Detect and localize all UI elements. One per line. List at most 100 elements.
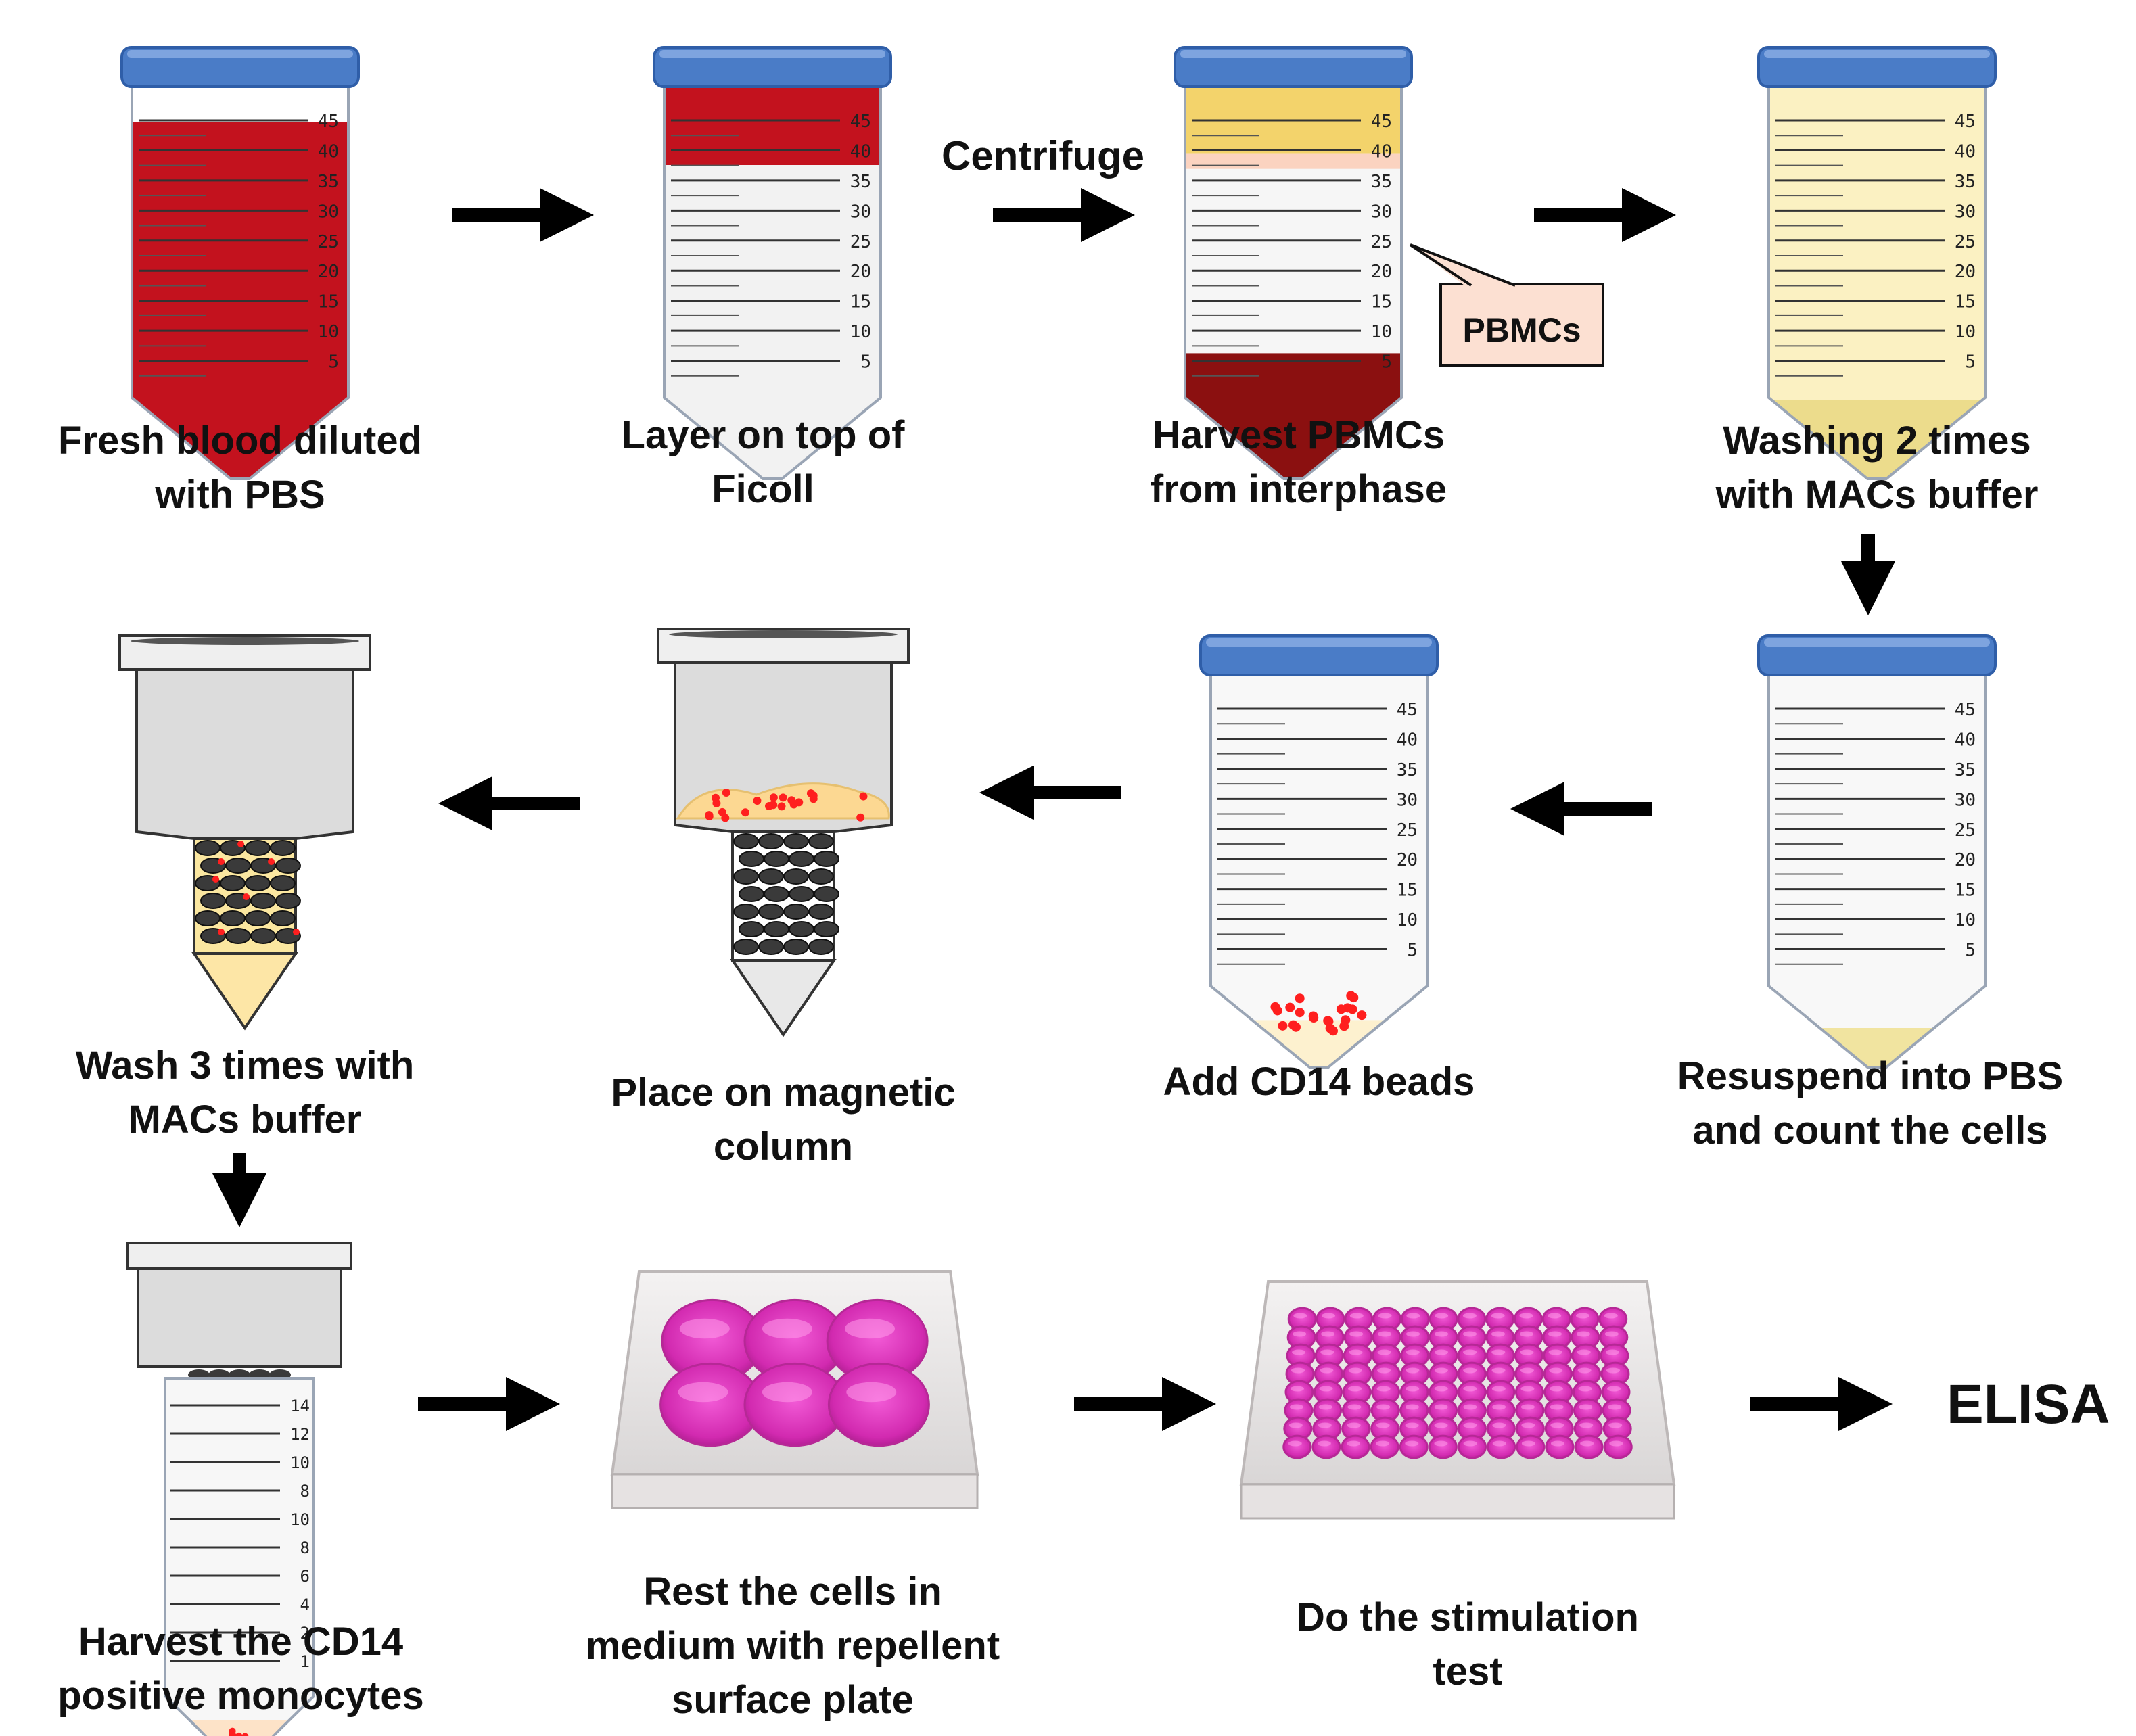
scale-label: 15 [318,292,339,312]
magnetic-bead [245,875,271,891]
well-highlight [1321,1331,1335,1337]
well-highlight [1347,1440,1361,1447]
well-highlight [1549,1386,1563,1392]
well-highlight [1288,1422,1303,1428]
monocyte-pellet [192,1720,287,1736]
scale-label: 10 [318,322,339,342]
well-highlight [1491,1313,1505,1319]
tube-cap-shine [659,50,885,58]
scale-label: 35 [1955,172,1976,192]
well-highlight [1320,1367,1334,1374]
well-highlight [1520,1386,1535,1392]
plate-well [1487,1434,1516,1459]
bead-dot [243,893,250,900]
column-opening [669,630,898,638]
bead-dot [856,813,865,822]
magnetic-bead [764,851,789,867]
plate-well [1282,1434,1312,1459]
plate-well [1428,1434,1458,1459]
magnetic-bead [789,886,814,902]
bead-dot [809,795,818,803]
well-highlight [1319,1386,1333,1392]
scale-label: 5 [1381,352,1392,373]
bead-dot [229,1731,236,1736]
magnetic-bead [739,886,764,902]
scale-label: 12 [290,1425,310,1444]
magnetic-bead [245,910,271,926]
scale-label: 30 [1955,790,1976,810]
bead-dot [237,841,244,847]
scale-label: 8 [300,1482,310,1501]
bead-dot [1324,1016,1334,1027]
well-highlight [1347,1404,1362,1410]
well-highlight [1406,1331,1420,1337]
pbmc-callout-text: PBMCs [1462,311,1581,349]
well-highlight [1463,1440,1477,1447]
well-highlight [1405,1404,1419,1410]
bead-dot [787,796,796,805]
well-highlight [1520,1349,1534,1355]
plate-well [1341,1434,1370,1459]
scale-label: 20 [1955,262,1976,282]
well-highlight [1317,1440,1331,1447]
bead-dot [722,789,730,797]
scale-label: 40 [1955,730,1976,750]
scale-label: 20 [1371,262,1392,282]
tube-cap-shine [127,50,353,58]
magnetic-bead [758,939,784,955]
well-highlight [1463,1367,1477,1374]
well-highlight [1521,1422,1535,1428]
tube-liquid [132,87,348,122]
well-highlight [1463,1386,1477,1392]
tube-cap-shine [1180,50,1406,58]
scale-label: 35 [1397,760,1418,780]
well-highlight [1378,1313,1392,1319]
scale-label: 10 [1955,910,1976,931]
magnetic-bead [275,893,301,909]
well-highlight [1290,1386,1304,1392]
well-highlight [1491,1349,1506,1355]
pbmc-callout: PBMCs [1409,243,1604,367]
scale-label: 25 [1371,232,1392,252]
bead-dot [1339,1021,1349,1031]
scale-label: 25 [1955,232,1976,252]
scale-label: 30 [1371,202,1392,222]
bead-dot [1295,993,1305,1004]
well-highlight [1289,1404,1303,1410]
well-highlight [1520,1367,1534,1374]
scale-label: 5 [1965,941,1976,961]
well-highlight [1462,1313,1477,1319]
ninety-six-well-plate [1239,1280,1676,1520]
magnetic-bead [245,840,271,856]
well-highlight [1434,1386,1448,1392]
well-highlight [1609,1440,1623,1447]
collection-tube [164,1377,315,1736]
scale-label: 25 [850,232,871,252]
column-opening [131,637,359,645]
scale-label: 45 [1955,700,1976,720]
bead-dot [765,802,774,811]
centrifuge-label: Centrifuge [942,133,1144,179]
scale-label: 2 [300,1624,310,1643]
plate-well [1370,1434,1399,1459]
pbs-layer [1769,675,1985,1028]
well-highlight [1548,1331,1562,1337]
bead-dot [1272,1006,1282,1016]
plate-well [827,1362,930,1447]
ficoll-layer [1185,168,1401,354]
bead-dot [293,929,300,935]
well-highlight [1291,1367,1305,1374]
scale-label: 10 [850,322,871,342]
magnetic-bead [220,875,246,891]
well-highlight [1577,1367,1592,1374]
bead-dot [1336,1004,1346,1014]
bead-dot [753,797,762,805]
bead-dot [1349,993,1359,1003]
well-highlight [1320,1349,1334,1355]
well-highlight [1521,1440,1535,1447]
